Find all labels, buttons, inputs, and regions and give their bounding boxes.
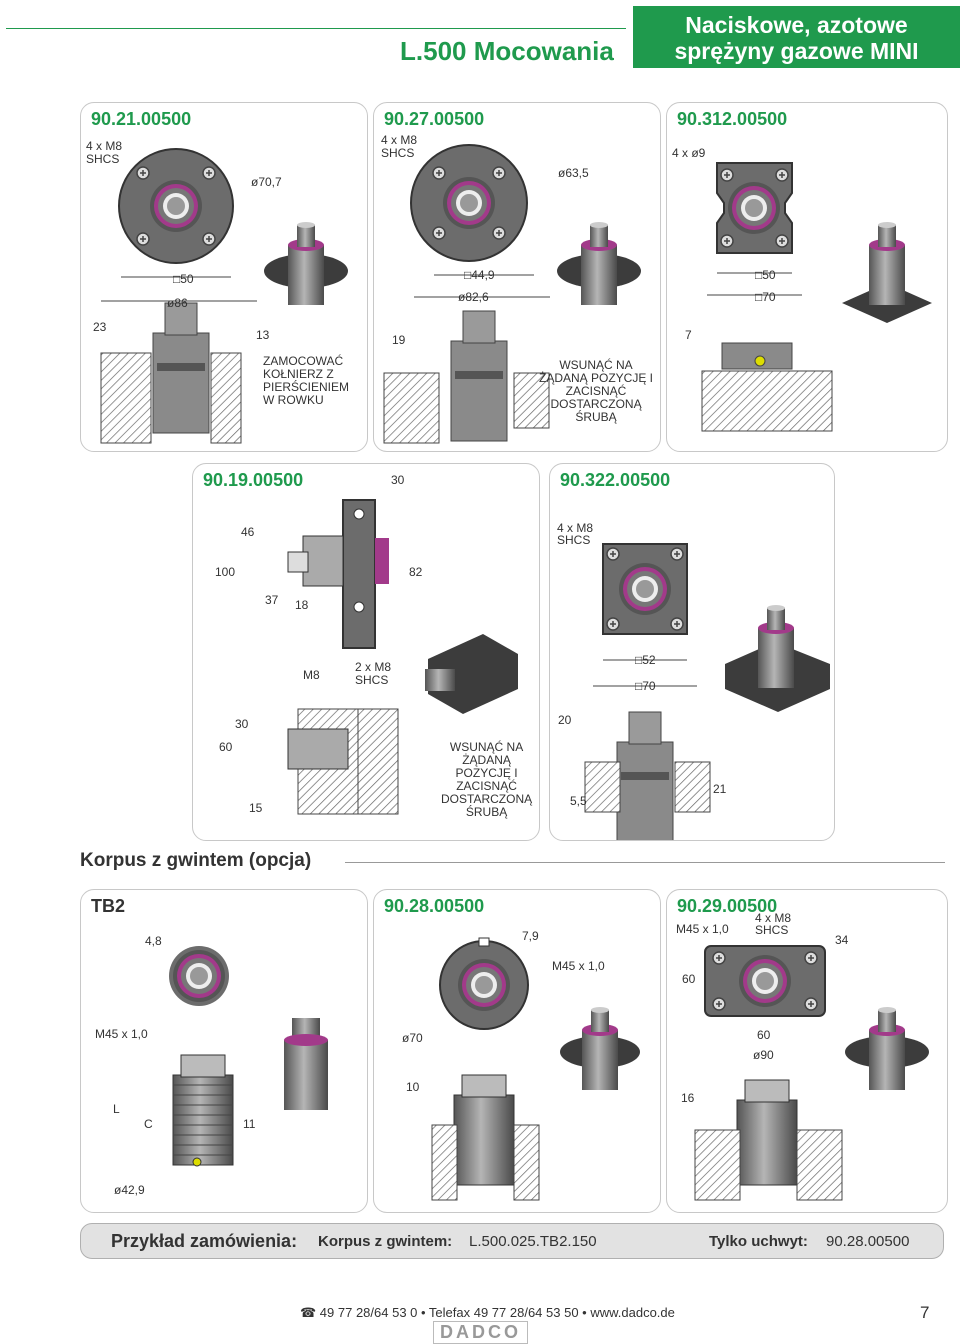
- order-label: Przykład zamówienia:: [111, 1231, 298, 1251]
- panel-code: 90.28.00500: [384, 896, 485, 916]
- section-rule: [345, 862, 945, 863]
- square-dimension-outer: □70: [635, 679, 656, 693]
- dimension-h: 15: [249, 801, 263, 815]
- section-title: Korpus z gwintem (opcja): [80, 850, 312, 871]
- dimension-b: 11: [243, 1117, 256, 1131]
- panel-1-drawing: [100, 148, 348, 444]
- panel-90-27-00500: 90.27.00500 4 x M8 SHCS ø63,5 □44,9 ø82,…: [373, 102, 661, 452]
- dimension-c: 21: [713, 782, 727, 796]
- bolts-label: 4 x M8: [557, 521, 594, 535]
- diameter-dimension: ø70: [402, 1031, 423, 1045]
- order-body-label: Korpus z gwintem:: [318, 1233, 453, 1250]
- order-body-value: L.500.025.TB2.150: [469, 1233, 597, 1250]
- panel-code: 90.19.00500: [203, 470, 304, 490]
- panel-90-312-00500: 90.312.00500 4 x ø9 □50 □70 7: [666, 102, 948, 452]
- thread-label: M45 x 1,0: [676, 922, 729, 936]
- dadco-logo: DADCO: [433, 1321, 528, 1344]
- height-dimension: 10: [406, 1080, 420, 1094]
- panel-90-19-00500: 90.19.00500 30 46 100 82 37 18 M8 2 x M8…: [192, 463, 540, 841]
- bolts-label: 4 x M8: [86, 139, 123, 153]
- bolts-label: 4 x M8: [381, 133, 418, 147]
- width-dimension: 30: [391, 473, 405, 487]
- height-dimension: 19: [392, 333, 406, 347]
- dimension-a: 4,8: [145, 934, 162, 948]
- panel-90-28-00500: 90.28.00500 7,9 M45 x 1,0 ø70 10: [373, 889, 661, 1213]
- stroke-label: C: [144, 1117, 153, 1131]
- panel-code: 90.29.00500: [677, 896, 778, 916]
- footer-contact: ☎ 49 77 28/64 53 0 • Telefax 49 77 28/64…: [300, 1305, 675, 1320]
- bolts-label: 4 x ø9: [672, 146, 706, 160]
- order-holder-label: Tylko uchwyt:: [709, 1233, 808, 1250]
- banner-line-1: Naciskowe, azotowe: [685, 12, 908, 38]
- panel-code: 90.312.00500: [677, 109, 788, 129]
- flange-dimension: 13: [256, 328, 270, 342]
- panel-code: TB2: [91, 896, 126, 916]
- header-rule: [6, 28, 626, 29]
- square-dimension: □50: [173, 272, 194, 286]
- panel-5-drawing: [584, 543, 830, 840]
- square-dimension: □44,9: [464, 268, 495, 282]
- bolts-type-label: SHCS: [381, 146, 415, 160]
- panel-8-drawing: [694, 945, 929, 1201]
- bolts-type-label: SHCS: [355, 673, 389, 687]
- bolts-label: 4 x M8: [755, 911, 792, 925]
- thread-label: M45 x 1,0: [552, 959, 605, 973]
- thread-label: M8: [303, 668, 320, 682]
- bolts-label: 2 x M8: [355, 660, 392, 674]
- diameter-dimension: ø86: [167, 296, 188, 310]
- panel-code: 90.322.00500: [560, 470, 671, 490]
- banner-line-2: sprężyny gazowe MINI: [674, 38, 919, 64]
- dimension-c: 60: [757, 1028, 771, 1042]
- diameter-dimension: ø90: [753, 1048, 774, 1062]
- panel-code: 90.27.00500: [384, 109, 485, 129]
- page-number: 7: [920, 1303, 930, 1322]
- dimension-f: 30: [235, 717, 249, 731]
- dimension-e: 18: [295, 598, 309, 612]
- panel-90-322-00500: 90.322.00500 4 x M8 SHCS □52 □70 20 5,5 …: [549, 463, 835, 841]
- panel-3-drawing: [701, 162, 932, 432]
- dimension-g: 60: [219, 740, 233, 754]
- dimension-a: 34: [835, 933, 849, 947]
- bolts-type-label: SHCS: [86, 152, 120, 166]
- panel-6-drawing: [169, 946, 328, 1167]
- dimension-d: 37: [265, 593, 279, 607]
- panel-2-drawing: [383, 144, 641, 444]
- panel-code: 90.21.00500: [91, 109, 192, 129]
- dimension-b: 60: [682, 972, 696, 986]
- diameter-label: ø63,5: [558, 166, 589, 180]
- length-label: L: [113, 1102, 120, 1116]
- order-example-bar: Przykład zamówienia: Korpus z gwintem: L…: [80, 1223, 944, 1259]
- panel-90-29-00500: 90.29.00500 M45 x 1,0 4 x M8 SHCS 34 60 …: [666, 889, 948, 1213]
- panel-7-drawing: [431, 937, 640, 1201]
- dimension-c: 82: [409, 565, 423, 579]
- panel-tb2: TB2 4,8 M45 x 1,0 L C 11 ø42,9: [80, 889, 368, 1213]
- dimension-b: 5,5: [570, 794, 587, 808]
- dimension-a: 20: [558, 713, 572, 727]
- panel-90-21-00500: 90.21.00500 4 x M8 SHCS ø70,7 □50 ø86 23…: [80, 102, 368, 452]
- square-dimension-outer: □70: [755, 290, 776, 304]
- title-banner: Naciskowe, azotowe sprężyny gazowe MINI: [633, 6, 960, 68]
- height-dimension: 23: [93, 320, 107, 334]
- diameter-dimension: ø42,9: [114, 1183, 145, 1197]
- order-holder-value: 90.28.00500: [826, 1233, 910, 1250]
- diameter-label: ø70,7: [251, 175, 282, 189]
- page-title: L.500 Mocowania: [400, 36, 614, 66]
- diameter-dimension: ø82,6: [458, 290, 489, 304]
- bolts-type-label: SHCS: [755, 923, 789, 937]
- bolts-type-label: SHCS: [557, 533, 591, 547]
- dimension-a: 7,9: [522, 929, 539, 943]
- thread-label: M45 x 1,0: [95, 1027, 148, 1041]
- square-dimension-inner: □50: [755, 268, 776, 282]
- panel-4-drawing: [287, 499, 518, 815]
- height-dimension: 16: [681, 1091, 695, 1105]
- dimension-a: 46: [241, 525, 255, 539]
- dimension-b: 100: [215, 565, 236, 579]
- height-dimension: 7: [685, 328, 692, 342]
- square-dimension-inner: □52: [635, 653, 656, 667]
